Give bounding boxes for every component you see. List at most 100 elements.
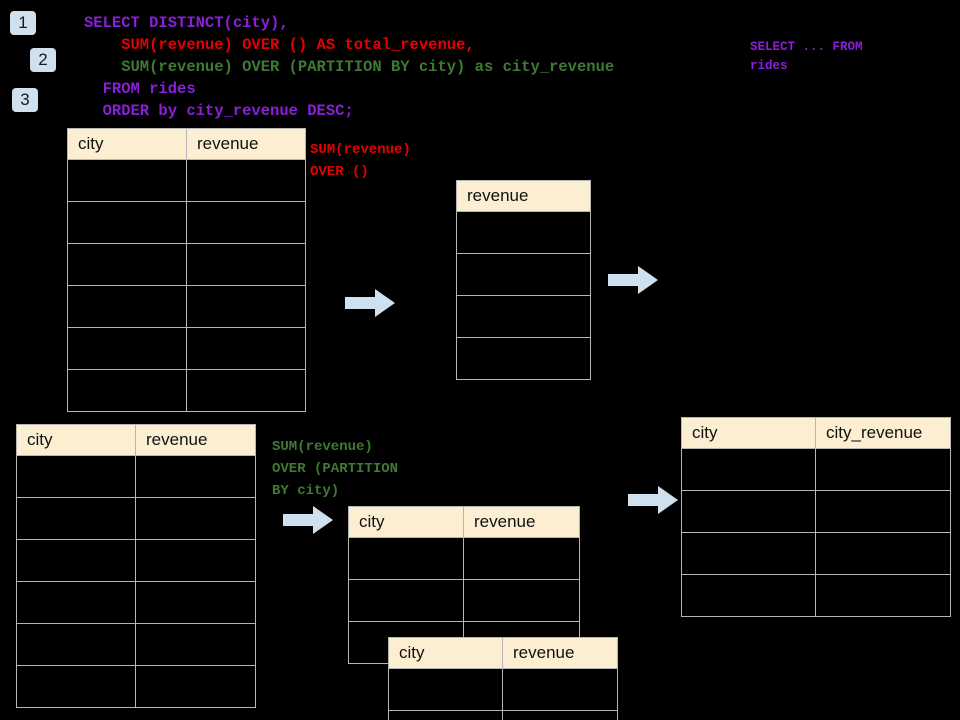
- cell-city: [16, 623, 136, 666]
- cell-city-revenue: [815, 574, 951, 617]
- cell-revenue: [502, 710, 618, 720]
- cell-revenue: [456, 253, 591, 296]
- table-header-row: revenue: [456, 180, 591, 212]
- arrow-source-to-partition: [283, 505, 333, 540]
- cell-city: [388, 710, 503, 720]
- cell-revenue: [456, 295, 591, 338]
- cell-revenue: [502, 668, 618, 711]
- table-row: [67, 327, 306, 370]
- rides-source-table-top: city revenue: [67, 128, 306, 412]
- annotation-select-from: SELECT ... FROM rides: [750, 40, 863, 73]
- table-row: [348, 579, 580, 622]
- table-row: [67, 243, 306, 286]
- arrow-total-to-result: [608, 265, 658, 300]
- table-row: [16, 581, 256, 624]
- annotation-sum-over-partition: SUM(revenue) OVER (PARTITION BY city): [272, 439, 399, 499]
- sql-line-order-by: ORDER by city_revenue DESC;: [84, 102, 354, 120]
- sql-line-city-revenue: SUM(revenue) OVER (PARTITION BY city) as…: [84, 58, 615, 76]
- sql-line-total-revenue: SUM(revenue) OVER () AS total_revenue,: [84, 36, 475, 54]
- column-header-city: city: [681, 417, 816, 449]
- cell-city-revenue: [815, 532, 951, 575]
- table-row: [388, 710, 618, 720]
- column-header-revenue: revenue: [135, 424, 256, 456]
- step-badge-2[interactable]: 2: [30, 48, 56, 72]
- cell-city: [16, 455, 136, 498]
- cell-city: [681, 448, 816, 491]
- cell-city: [67, 327, 187, 370]
- cell-city: [348, 537, 464, 580]
- column-header-city: city: [16, 424, 136, 456]
- cell-revenue: [186, 243, 306, 286]
- cell-city: [67, 201, 187, 244]
- total-revenue-table: revenue: [456, 180, 591, 380]
- cell-revenue: [135, 539, 256, 582]
- column-header-revenue: revenue: [456, 180, 591, 212]
- cell-revenue: [463, 579, 580, 622]
- cell-city: [681, 490, 816, 533]
- column-header-city: city: [388, 637, 503, 669]
- table-row: [67, 201, 306, 244]
- cell-city: [67, 159, 187, 202]
- cell-city: [16, 665, 136, 708]
- cell-city: [16, 581, 136, 624]
- step-badge-1[interactable]: 1: [10, 11, 36, 35]
- cell-revenue: [463, 537, 580, 580]
- arrow-partition-to-result: [628, 485, 678, 520]
- table-header-row: city revenue: [348, 506, 580, 538]
- cell-city: [681, 574, 816, 617]
- table-row: [456, 253, 591, 296]
- cell-city: [67, 369, 187, 412]
- column-header-city: city: [67, 128, 187, 160]
- cell-city: [348, 579, 464, 622]
- sql-line-from: FROM rides: [84, 80, 196, 98]
- table-row: [456, 211, 591, 254]
- cell-revenue: [135, 455, 256, 498]
- cell-revenue: [186, 159, 306, 202]
- cell-city-revenue: [815, 448, 951, 491]
- cell-revenue: [456, 337, 591, 380]
- cell-revenue: [186, 201, 306, 244]
- table-row: [681, 574, 951, 617]
- cell-revenue: [186, 327, 306, 370]
- city-revenue-result-table: city city_revenue: [681, 417, 951, 617]
- column-header-revenue: revenue: [463, 506, 580, 538]
- cell-revenue: [456, 211, 591, 254]
- cell-revenue: [186, 369, 306, 412]
- column-header-city: city: [348, 506, 464, 538]
- cell-revenue: [135, 581, 256, 624]
- table-row: [16, 497, 256, 540]
- step-badge-3[interactable]: 3: [12, 88, 38, 112]
- cell-revenue: [186, 285, 306, 328]
- table-row: [16, 665, 256, 708]
- cell-city: [681, 532, 816, 575]
- arrow-source-to-total: [345, 288, 395, 323]
- table-row: [388, 668, 618, 711]
- column-header-revenue: revenue: [186, 128, 306, 160]
- cell-revenue: [135, 623, 256, 666]
- cell-city: [16, 497, 136, 540]
- table-row: [681, 490, 951, 533]
- rides-source-table-bottom: city revenue: [16, 424, 256, 708]
- sql-line-select: SELECT DISTINCT(city),: [84, 14, 289, 32]
- table-header-row: city city_revenue: [681, 417, 951, 449]
- table-row: [16, 539, 256, 582]
- table-row: [681, 532, 951, 575]
- cell-city: [388, 668, 503, 711]
- table-row: [67, 369, 306, 412]
- cell-revenue: [135, 497, 256, 540]
- table-row: [67, 285, 306, 328]
- table-row: [681, 448, 951, 491]
- table-row: [348, 537, 580, 580]
- table-header-row: city revenue: [67, 128, 306, 160]
- table-row: [67, 159, 306, 202]
- cell-city: [16, 539, 136, 582]
- table-header-row: city revenue: [16, 424, 256, 456]
- cell-revenue: [135, 665, 256, 708]
- partition-group-table-b: city revenue: [388, 637, 618, 720]
- cell-city: [67, 285, 187, 328]
- cell-city: [67, 243, 187, 286]
- table-header-row: city revenue: [388, 637, 618, 669]
- table-row: [456, 295, 591, 338]
- column-header-city-revenue: city_revenue: [815, 417, 951, 449]
